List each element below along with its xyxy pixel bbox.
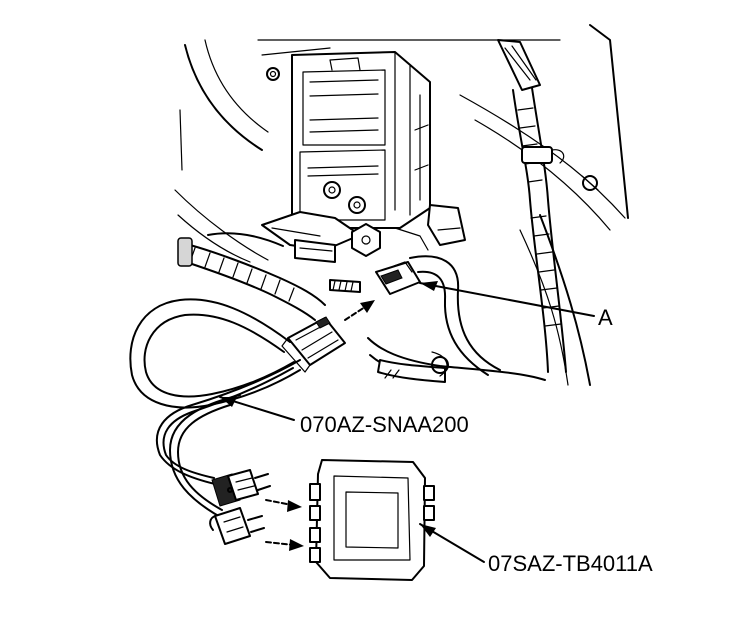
test-harness bbox=[129, 298, 346, 519]
insert-arrow bbox=[344, 300, 375, 321]
callout-box-part-number: 07SAZ-TB4011A bbox=[488, 551, 653, 576]
callout-connector-a: A bbox=[598, 305, 613, 330]
vehicle-connector-a bbox=[375, 255, 595, 376]
modulator-unit bbox=[261, 51, 466, 293]
engine-bay-background bbox=[174, 24, 629, 386]
test-box bbox=[309, 459, 485, 581]
plug-arrows bbox=[265, 499, 304, 551]
callout-harness-part-number: 070AZ-SNAA200 bbox=[300, 412, 469, 437]
test-plugs bbox=[209, 469, 271, 545]
